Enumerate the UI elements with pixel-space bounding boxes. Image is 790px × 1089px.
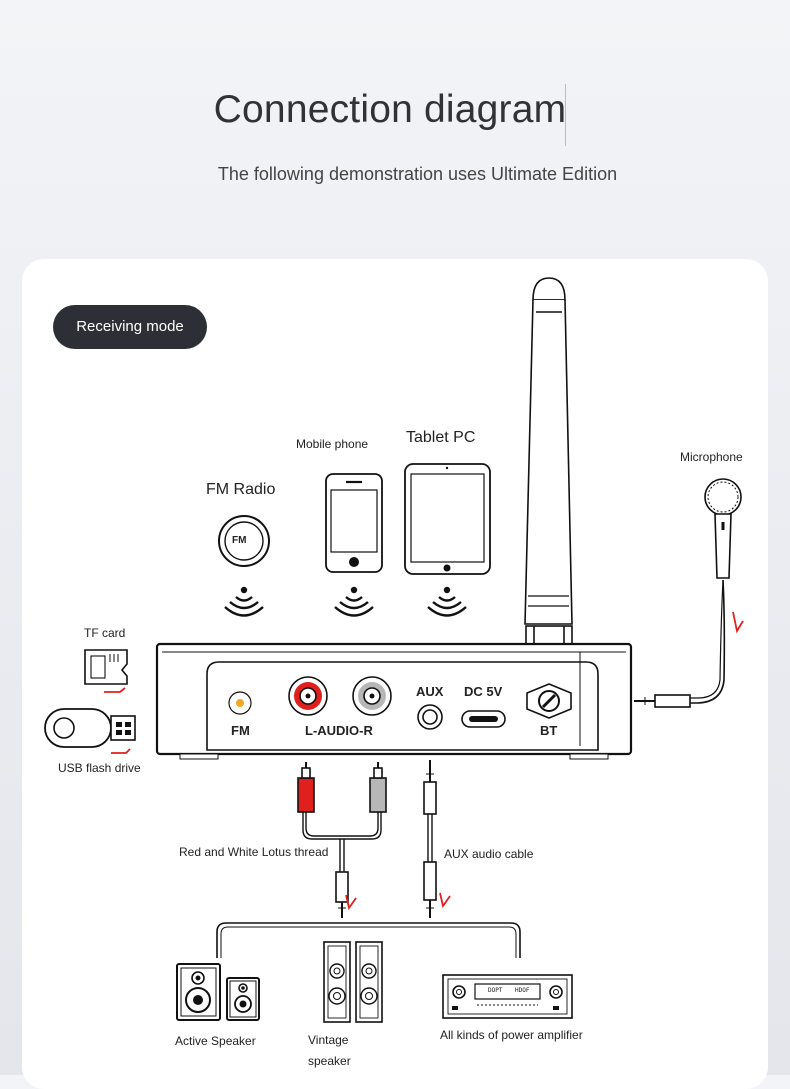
page-title: Connection diagram (213, 88, 567, 131)
port-aux-label: AUX (416, 684, 444, 699)
fm-icon-text: FM (232, 535, 247, 546)
fm-radio-icon (218, 515, 270, 567)
vintage-speaker-label-1: Vintage (308, 1033, 349, 1047)
antenna-icon (524, 277, 573, 679)
receiver-device (155, 642, 633, 760)
tf-card-label: TF card (84, 626, 126, 640)
aux-cable-icon (423, 760, 451, 918)
microphone-label: Microphone (680, 450, 743, 464)
tablet-pc-icon (404, 463, 491, 575)
port-fm-label: FM (231, 723, 250, 738)
amp-display-right: HDOF (515, 987, 530, 994)
active-speaker-label: Active Speaker (175, 1034, 256, 1048)
power-amplifier-label: All kinds of power amplifier (440, 1028, 583, 1042)
title-divider (565, 84, 566, 146)
port-audio-label: L-AUDIO-R (305, 723, 373, 738)
vintage-speaker-icon (323, 941, 383, 1023)
mode-badge: Receiving mode (53, 305, 207, 349)
rca-cable-label: Red and White Lotus thread (179, 845, 329, 859)
fm-radio-label: FM Radio (206, 481, 276, 498)
microphone-icon (634, 478, 744, 708)
tf-card-icon (84, 649, 128, 693)
rca-cable-icon (297, 762, 387, 918)
usb-flash-drive-label: USB flash drive (58, 761, 141, 775)
mobile-phone-label: Mobile phone (296, 437, 369, 451)
port-dc-label: DC 5V (464, 684, 503, 699)
aux-cable-label: AUX audio cable (444, 847, 534, 861)
signal-wave-icon (224, 586, 264, 617)
power-amplifier-icon (442, 974, 573, 1019)
active-speaker-icon (176, 963, 260, 1021)
mobile-phone-icon (325, 473, 383, 573)
page-subtitle: The following demonstration uses Ultimat… (217, 164, 618, 184)
vintage-speaker-label-2: speaker (308, 1054, 351, 1068)
port-bt-label: BT (540, 723, 558, 738)
tablet-pc-label: Tablet PC (406, 429, 476, 446)
signal-wave-icon (427, 586, 467, 617)
usb-flash-drive-icon (44, 708, 136, 754)
output-bracket (216, 922, 521, 958)
amp-display-left: DOPT (488, 987, 503, 994)
signal-wave-icon (334, 586, 374, 617)
output-bracket-inner (220, 926, 517, 958)
